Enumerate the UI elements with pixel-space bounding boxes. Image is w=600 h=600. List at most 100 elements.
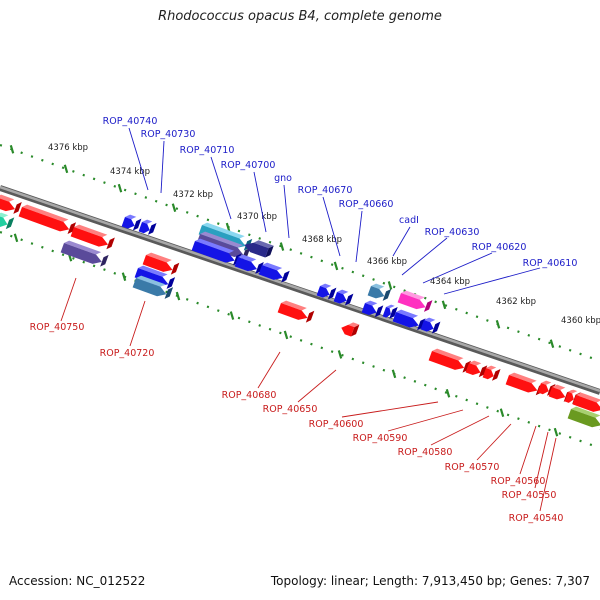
gene-arrow bbox=[277, 300, 315, 323]
gene-arrow bbox=[244, 240, 274, 258]
gene-label-bottom: ROP_40650 bbox=[263, 404, 318, 415]
ruler-label: 4372 kbp bbox=[173, 190, 213, 200]
leader-line bbox=[322, 196, 341, 257]
gene-arrow bbox=[258, 262, 290, 283]
ruler-label: 4362 kbp bbox=[496, 297, 536, 307]
ruler-tick bbox=[387, 281, 393, 290]
ruler-tick bbox=[13, 233, 19, 243]
ruler-tick bbox=[225, 222, 231, 232]
ruler-tick bbox=[9, 145, 15, 154]
ruler-label: 4368 kbp bbox=[302, 235, 342, 245]
gene-arrow bbox=[397, 290, 433, 312]
leader-line bbox=[387, 409, 464, 432]
ruler-tick bbox=[171, 203, 177, 212]
gene-label-top: ROP_40630 bbox=[425, 227, 480, 238]
ruler-tick bbox=[63, 164, 69, 174]
gene-label-top: ROP_40740 bbox=[103, 116, 158, 127]
ruler-tick bbox=[445, 388, 451, 398]
gene-arrow bbox=[60, 240, 109, 267]
gene-arrow bbox=[572, 392, 600, 412]
leader-line bbox=[297, 369, 337, 403]
gene-label-bottom: ROP_40580 bbox=[398, 447, 453, 458]
gene-label-bottom: ROP_40540 bbox=[509, 513, 564, 524]
gene-label-top: ROP_40710 bbox=[180, 145, 235, 156]
gene-label-bottom: ROP_40590 bbox=[353, 433, 408, 444]
map-title: Rhodococcus opacus B4, complete genome bbox=[158, 9, 442, 24]
ruler-tick bbox=[175, 291, 181, 301]
gene-arrow bbox=[0, 194, 22, 214]
genome-summary-text: Topology: linear; Length: 7,913,450 bp; … bbox=[270, 574, 590, 588]
gene-label-top: ROP_40660 bbox=[339, 199, 394, 210]
gene-arrow bbox=[465, 360, 488, 378]
ruler-tick bbox=[549, 339, 555, 349]
leader-line bbox=[519, 425, 537, 475]
gene-arrow bbox=[428, 348, 471, 373]
leader-line bbox=[128, 127, 149, 191]
chromosome-backbone-highlight bbox=[0, 185, 600, 393]
ruler-tick bbox=[121, 272, 127, 281]
gene-arrow bbox=[18, 204, 77, 235]
leader-line bbox=[430, 415, 490, 446]
lower-ruler-line bbox=[0, 230, 600, 450]
gene-label-bottom: ROP_40550 bbox=[502, 490, 557, 501]
gene-label-bottom: ROP_40680 bbox=[222, 390, 277, 401]
ruler-tick bbox=[283, 330, 289, 340]
gene-label-top: ROP_40620 bbox=[472, 242, 527, 253]
ruler-label: 4376 kbp bbox=[48, 143, 88, 153]
ruler-label: 4360 kbp bbox=[561, 316, 600, 326]
gene-label-bottom: ROP_40720 bbox=[100, 348, 155, 359]
gene-label-bottom: ROP_40560 bbox=[491, 476, 546, 487]
gene-arrow bbox=[420, 317, 441, 334]
ruler-tick bbox=[229, 311, 235, 320]
ruler-tick bbox=[499, 408, 505, 418]
leader-line bbox=[60, 277, 77, 322]
ruler-label: 4374 kbp bbox=[110, 167, 150, 177]
ruler-tick bbox=[337, 350, 343, 359]
gene-arrow bbox=[70, 224, 115, 250]
gene-arrow bbox=[333, 289, 354, 306]
gene-arrow bbox=[142, 252, 180, 275]
gene-label-bottom: ROP_40600 bbox=[309, 419, 364, 430]
leader-line bbox=[160, 140, 165, 194]
gene-label-top: cadI bbox=[399, 215, 419, 226]
gene-label-top: ROP_40700 bbox=[221, 160, 276, 171]
gene-arrow bbox=[234, 254, 264, 274]
ruler-tick bbox=[279, 242, 285, 251]
gene-arrow bbox=[482, 365, 501, 381]
leader-line bbox=[534, 431, 549, 489]
gene-label-top: ROP_40670 bbox=[298, 185, 353, 196]
ruler-tick bbox=[333, 261, 339, 271]
gene-label-bottom: ROP_40570 bbox=[445, 462, 500, 473]
gene-arrow bbox=[392, 309, 426, 331]
gene-arrow bbox=[316, 283, 337, 300]
ruler-tick bbox=[391, 369, 397, 379]
gene-arrow bbox=[361, 300, 384, 318]
leader-line bbox=[401, 237, 448, 276]
ruler-tick bbox=[441, 300, 447, 310]
ruler-tick bbox=[495, 319, 501, 329]
leader-line bbox=[355, 210, 363, 263]
accession-text: Accession: NC_012522 bbox=[9, 574, 146, 588]
leader-line bbox=[443, 267, 541, 295]
gene-label-top: ROP_40730 bbox=[141, 129, 196, 140]
leader-line bbox=[210, 156, 232, 220]
leader-line bbox=[476, 423, 512, 461]
gene-arrow bbox=[382, 304, 398, 319]
leader-line bbox=[129, 300, 146, 347]
ruler-label: 4366 kbp bbox=[367, 257, 407, 267]
ruler-label: 4370 kbp bbox=[237, 212, 277, 222]
leader-line bbox=[253, 171, 267, 233]
ruler-tick bbox=[117, 183, 123, 193]
leader-line bbox=[257, 351, 281, 389]
gene-arrow bbox=[0, 212, 15, 230]
gene-arrow bbox=[134, 265, 176, 289]
gene-arrow bbox=[132, 275, 174, 299]
gene-arrow bbox=[505, 372, 545, 396]
leader-line bbox=[283, 184, 290, 239]
leader-line bbox=[392, 226, 411, 257]
gene-label-bottom: ROP_40750 bbox=[30, 322, 85, 333]
gene-arrow bbox=[138, 219, 157, 235]
leader-line bbox=[422, 252, 493, 284]
gene-arrow bbox=[121, 214, 142, 231]
